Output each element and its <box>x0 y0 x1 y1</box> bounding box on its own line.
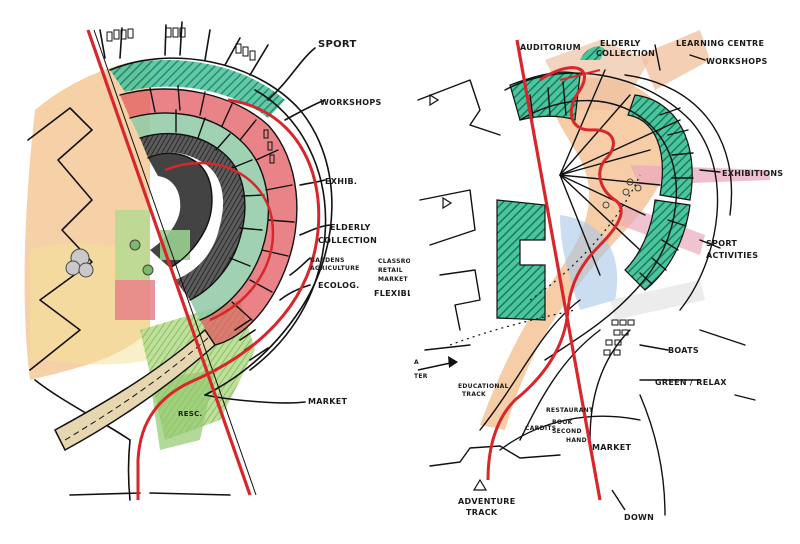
label-adventure-2: TRACK <box>466 508 498 517</box>
label-sport-2: ACTIVITIES <box>706 251 758 260</box>
label-note-1: CLASSROOMS <box>378 258 427 265</box>
label-workshops-right: WORKSHOPS <box>706 57 768 66</box>
label-cardits: CARDITS <box>525 425 556 432</box>
label-auditorium: AUDITORIUM <box>520 43 581 52</box>
label-resc: RESC. <box>178 410 203 418</box>
label-green-relax: GREEN / RELAX <box>655 378 727 387</box>
label-boats: BOATS <box>668 346 699 355</box>
label-educational-2: TRACK <box>462 391 486 398</box>
label-sport-1: SPORT <box>706 239 737 248</box>
label-note-2: RETAIL <box>378 267 403 274</box>
right-sketch: AUDITORIUM ELDERLY COLLECTION LEARNING C… <box>410 25 800 522</box>
label-gardens-1: GARDENS <box>310 257 345 264</box>
label-restaurant: RESTAURANT <box>546 407 594 414</box>
label-exhib: EXHIB. <box>325 177 357 186</box>
label-market-right: MARKET <box>592 443 631 452</box>
label-flexible: FLEXIBLE <box>374 289 418 298</box>
label-ecolog: ECOLOG. <box>318 281 359 290</box>
label-left-edge-1: A <box>414 359 419 366</box>
label-left-edge-2: TER <box>414 373 428 380</box>
label-sport: SPORT <box>318 39 357 50</box>
label-collection: COLLECTION <box>318 236 377 245</box>
label-hand: HAND <box>566 437 587 444</box>
label-second: SECOND <box>552 428 582 435</box>
label-elderly: ELDERLY <box>330 223 371 232</box>
label-market-left: MARKET <box>308 397 347 406</box>
left-sketch: SPORT WORKSHOPS EXHIB. ELDERLY COLLECTIO… <box>24 21 427 501</box>
label-note-3: MARKET <box>378 276 408 283</box>
label-educational-1: EDUCATIONAL <box>458 383 509 390</box>
label-elderly-1: ELDERLY <box>600 39 641 48</box>
label-elderly-2: COLLECTION <box>596 49 655 58</box>
label-workshops: WORKSHOPS <box>320 98 382 107</box>
label-learning-centre: LEARNING CENTRE <box>676 39 764 48</box>
label-book: BOOK <box>552 419 573 426</box>
label-adventure-1: ADVENTURE <box>458 497 515 506</box>
label-exhibitions: EXHIBITIONS <box>722 169 783 178</box>
label-gardens-2: AGRICULTURE <box>310 265 360 272</box>
label-down: DOWN <box>624 513 654 522</box>
